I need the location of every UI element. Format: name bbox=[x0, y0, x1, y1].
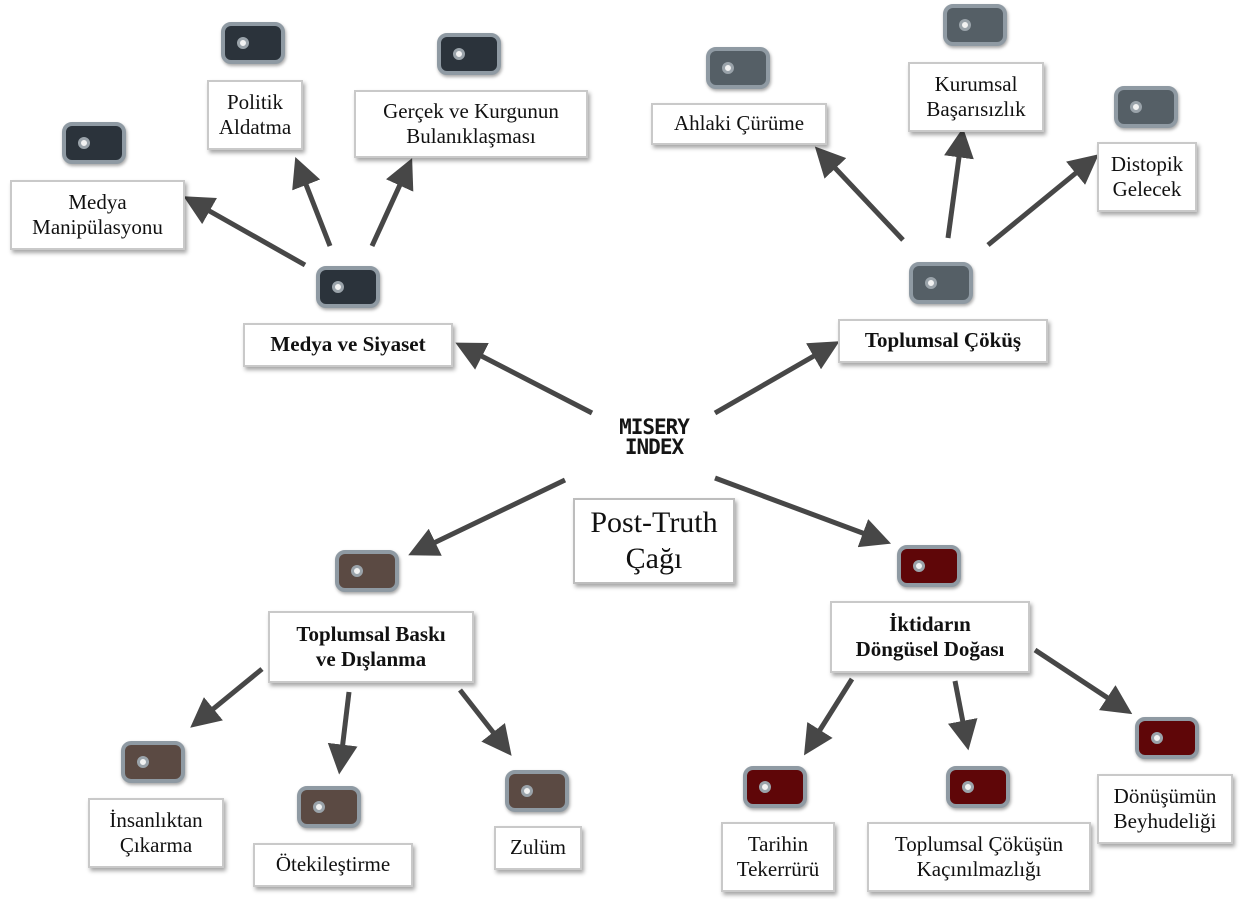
tag-icon bbox=[335, 550, 399, 592]
node-political-deception: Politik Aldatma bbox=[207, 80, 303, 150]
arrow-center-to-collapse bbox=[713, 341, 840, 416]
node-dystopian-future: Distopik Gelecek bbox=[1097, 142, 1197, 212]
node-political-deception-label: Politik Aldatma bbox=[218, 89, 292, 139]
arrow-oppression-to-othering bbox=[327, 691, 358, 775]
node-reality-blur: Gerçek ve Kurgunun Bulanıklaşması bbox=[354, 90, 588, 158]
node-inevitability: Toplumsal Çöküşün Kaçınılmazlığı bbox=[867, 822, 1091, 892]
arrow-media-to-deception bbox=[292, 157, 333, 247]
node-history-repeats-label: Tarihin Tekerrürü bbox=[736, 831, 820, 881]
branch-power: İktidarın Döngüsel Doğası bbox=[830, 601, 1030, 673]
node-moral-decay-label: Ahlaki Çürüme bbox=[673, 111, 805, 136]
node-history-repeats: Tarihin Tekerrürü bbox=[721, 822, 835, 892]
node-futility-label: Dönüşümün Beyhudeliği bbox=[1113, 783, 1217, 833]
branch-collapse: Toplumsal Çöküş bbox=[838, 319, 1048, 363]
branch-oppression-label: Toplumsal Baskı ve Dışlanma bbox=[296, 621, 446, 671]
tag-icon bbox=[505, 770, 569, 812]
arrow-collapse-to-institutional bbox=[944, 127, 974, 239]
arrow-media-to-blur bbox=[369, 158, 414, 248]
arrow-media-to-manipulation bbox=[183, 196, 307, 268]
node-media-manipulation-label: Medya Manipülasyonu bbox=[32, 189, 163, 239]
tag-icon bbox=[121, 741, 185, 783]
arrow-center-to-media bbox=[455, 342, 594, 416]
arrow-center-to-power bbox=[714, 475, 892, 548]
tag-icon bbox=[943, 4, 1007, 46]
node-institutional-failure: Kurumsal Başarısızlık bbox=[908, 62, 1044, 132]
node-othering-label: Ötekileştirme bbox=[275, 852, 391, 877]
tag-icon bbox=[1114, 86, 1178, 128]
branch-media: Medya ve Siyaset bbox=[243, 323, 453, 367]
center-label: Post-Truth Çağı bbox=[590, 506, 718, 575]
arrow-collapse-to-moral bbox=[814, 146, 905, 242]
node-media-manipulation: Medya Manipülasyonu bbox=[10, 180, 185, 250]
tag-icon bbox=[897, 545, 961, 587]
node-persecution: Zulüm bbox=[494, 826, 582, 870]
branch-collapse-label: Toplumsal Çöküş bbox=[864, 328, 1022, 353]
branch-power-label: İktidarın Döngüsel Doğası bbox=[855, 611, 1005, 661]
node-dehumanization: İnsanlıktan Çıkarma bbox=[88, 798, 224, 868]
center-node: Post-Truth Çağı bbox=[573, 498, 735, 584]
node-dystopian-future-label: Distopik Gelecek bbox=[1110, 151, 1184, 201]
tag-icon bbox=[743, 766, 807, 808]
tag-icon bbox=[946, 766, 1010, 808]
arrow-collapse-to-dystopian bbox=[986, 154, 1099, 247]
arrow-power-to-futility bbox=[1033, 647, 1133, 715]
node-institutional-failure-label: Kurumsal Başarısızlık bbox=[926, 71, 1026, 121]
arrow-power-to-inevitability bbox=[947, 680, 978, 751]
node-futility: Dönüşümün Beyhudeliği bbox=[1097, 774, 1233, 844]
node-othering: Ötekileştirme bbox=[253, 843, 413, 887]
arrow-power-to-history bbox=[804, 677, 855, 756]
arrow-oppression-to-dehumanization bbox=[190, 667, 264, 728]
tag-icon bbox=[706, 47, 770, 89]
node-moral-decay: Ahlaki Çürüme bbox=[651, 103, 827, 145]
node-dehumanization-label: İnsanlıktan Çıkarma bbox=[109, 807, 203, 857]
logo-line-2: INDEX bbox=[624, 434, 684, 459]
arrow-oppression-to-persecution bbox=[458, 688, 512, 756]
node-persecution-label: Zulüm bbox=[510, 835, 566, 860]
tag-icon bbox=[909, 262, 973, 304]
node-inevitability-label: Toplumsal Çöküşün Kaçınılmazlığı bbox=[894, 831, 1064, 881]
node-reality-blur-label: Gerçek ve Kurgunun Bulanıklaşması bbox=[383, 98, 559, 148]
branch-media-label: Medya ve Siyaset bbox=[270, 332, 426, 357]
tag-icon bbox=[62, 122, 126, 164]
tag-icon bbox=[316, 266, 380, 308]
tag-icon bbox=[297, 786, 361, 828]
tag-icon bbox=[221, 22, 285, 64]
tag-icon bbox=[1135, 717, 1199, 759]
logo-line-1: MISERY bbox=[619, 415, 690, 439]
arrow-center-to-oppression bbox=[408, 477, 567, 556]
tag-icon bbox=[437, 33, 501, 75]
branch-oppression: Toplumsal Baskı ve Dışlanma bbox=[268, 611, 474, 683]
misery-index-logo: MISERY INDEX bbox=[608, 415, 700, 480]
